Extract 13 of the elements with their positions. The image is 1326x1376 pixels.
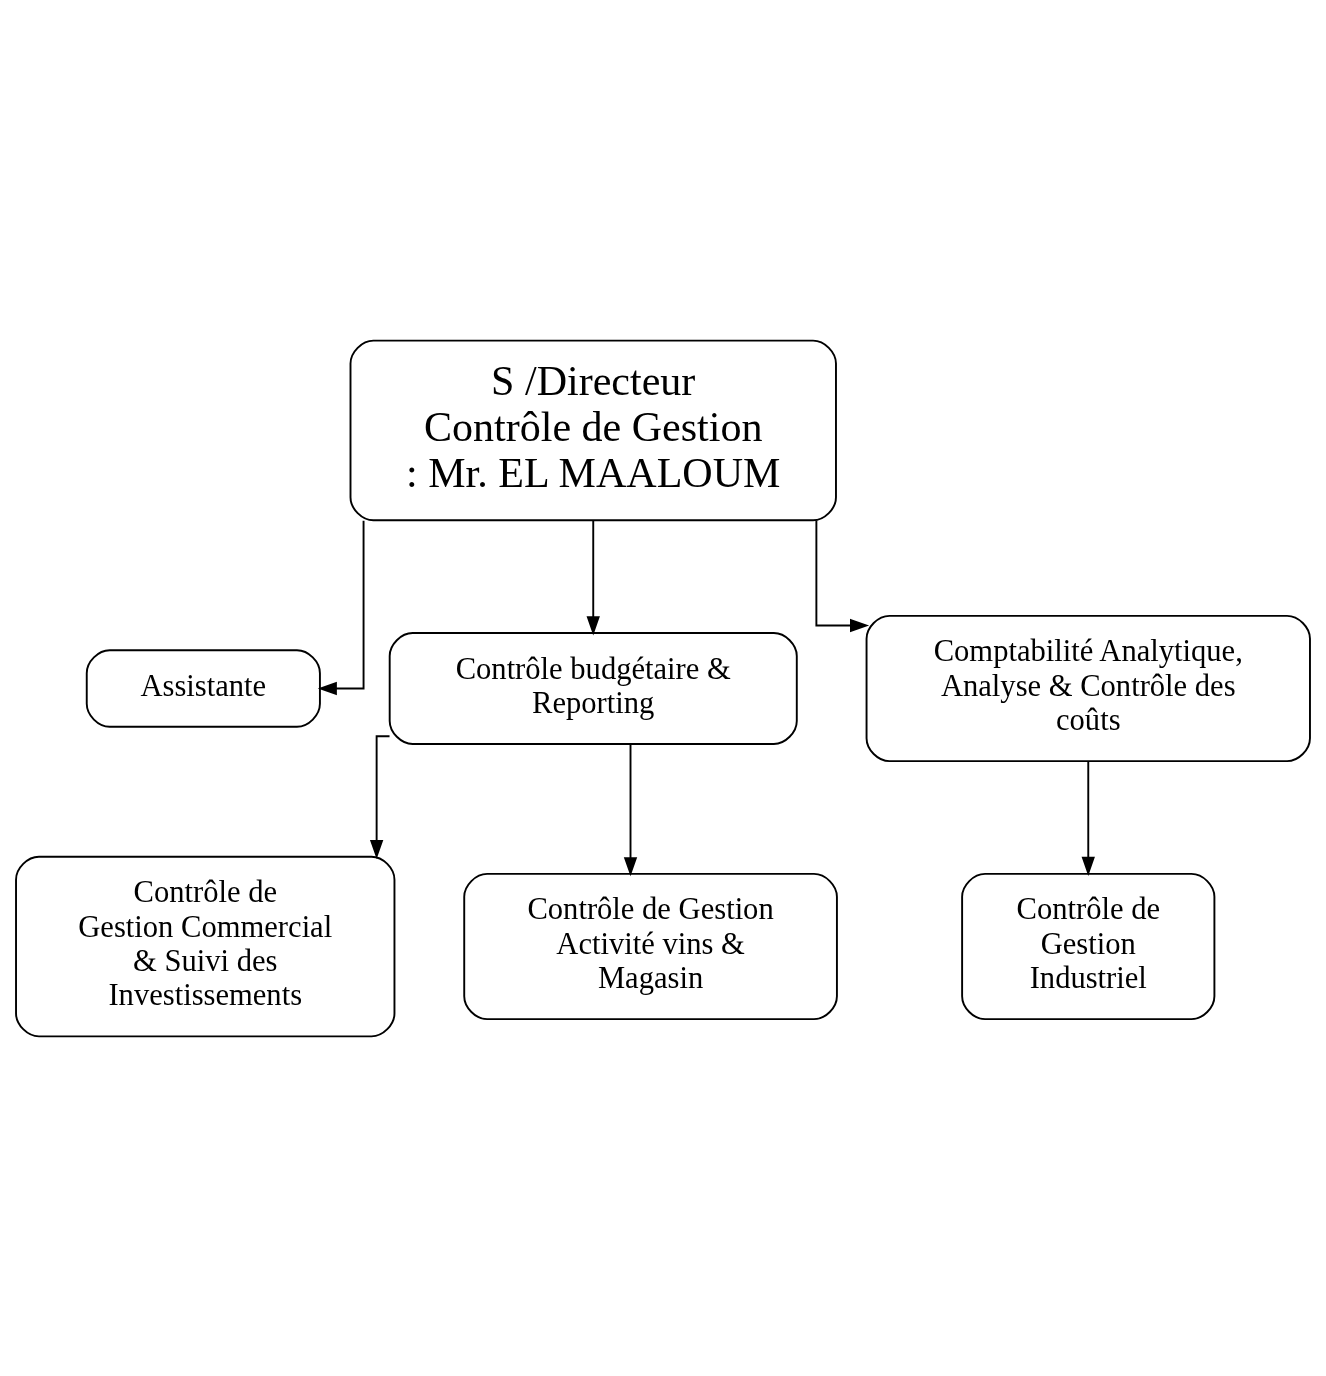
node-box: S /Directeur Contrôle de Gestion : Mr. EL MAALOUM (349, 339, 837, 521)
node-box: Contrôle de Gestion Industriel (961, 872, 1216, 1020)
node-box: Contrôle de Gestion Activité vins & Magasin (463, 872, 838, 1020)
arrow (815, 519, 870, 632)
node-box: Contrôle de Gestion Commercial & Suivi des Investissements (15, 855, 396, 1037)
arrow (586, 519, 600, 635)
arrow (317, 519, 365, 695)
node-box: Comptabilité Analytique, Analyse & Contrôle des coûts (865, 614, 1311, 762)
arrow (369, 734, 391, 859)
arrow (623, 743, 638, 876)
node-box: Assistante (85, 648, 321, 728)
node-box: Contrôle budgétaire & Reporting (388, 631, 798, 745)
arrow (1081, 760, 1095, 876)
